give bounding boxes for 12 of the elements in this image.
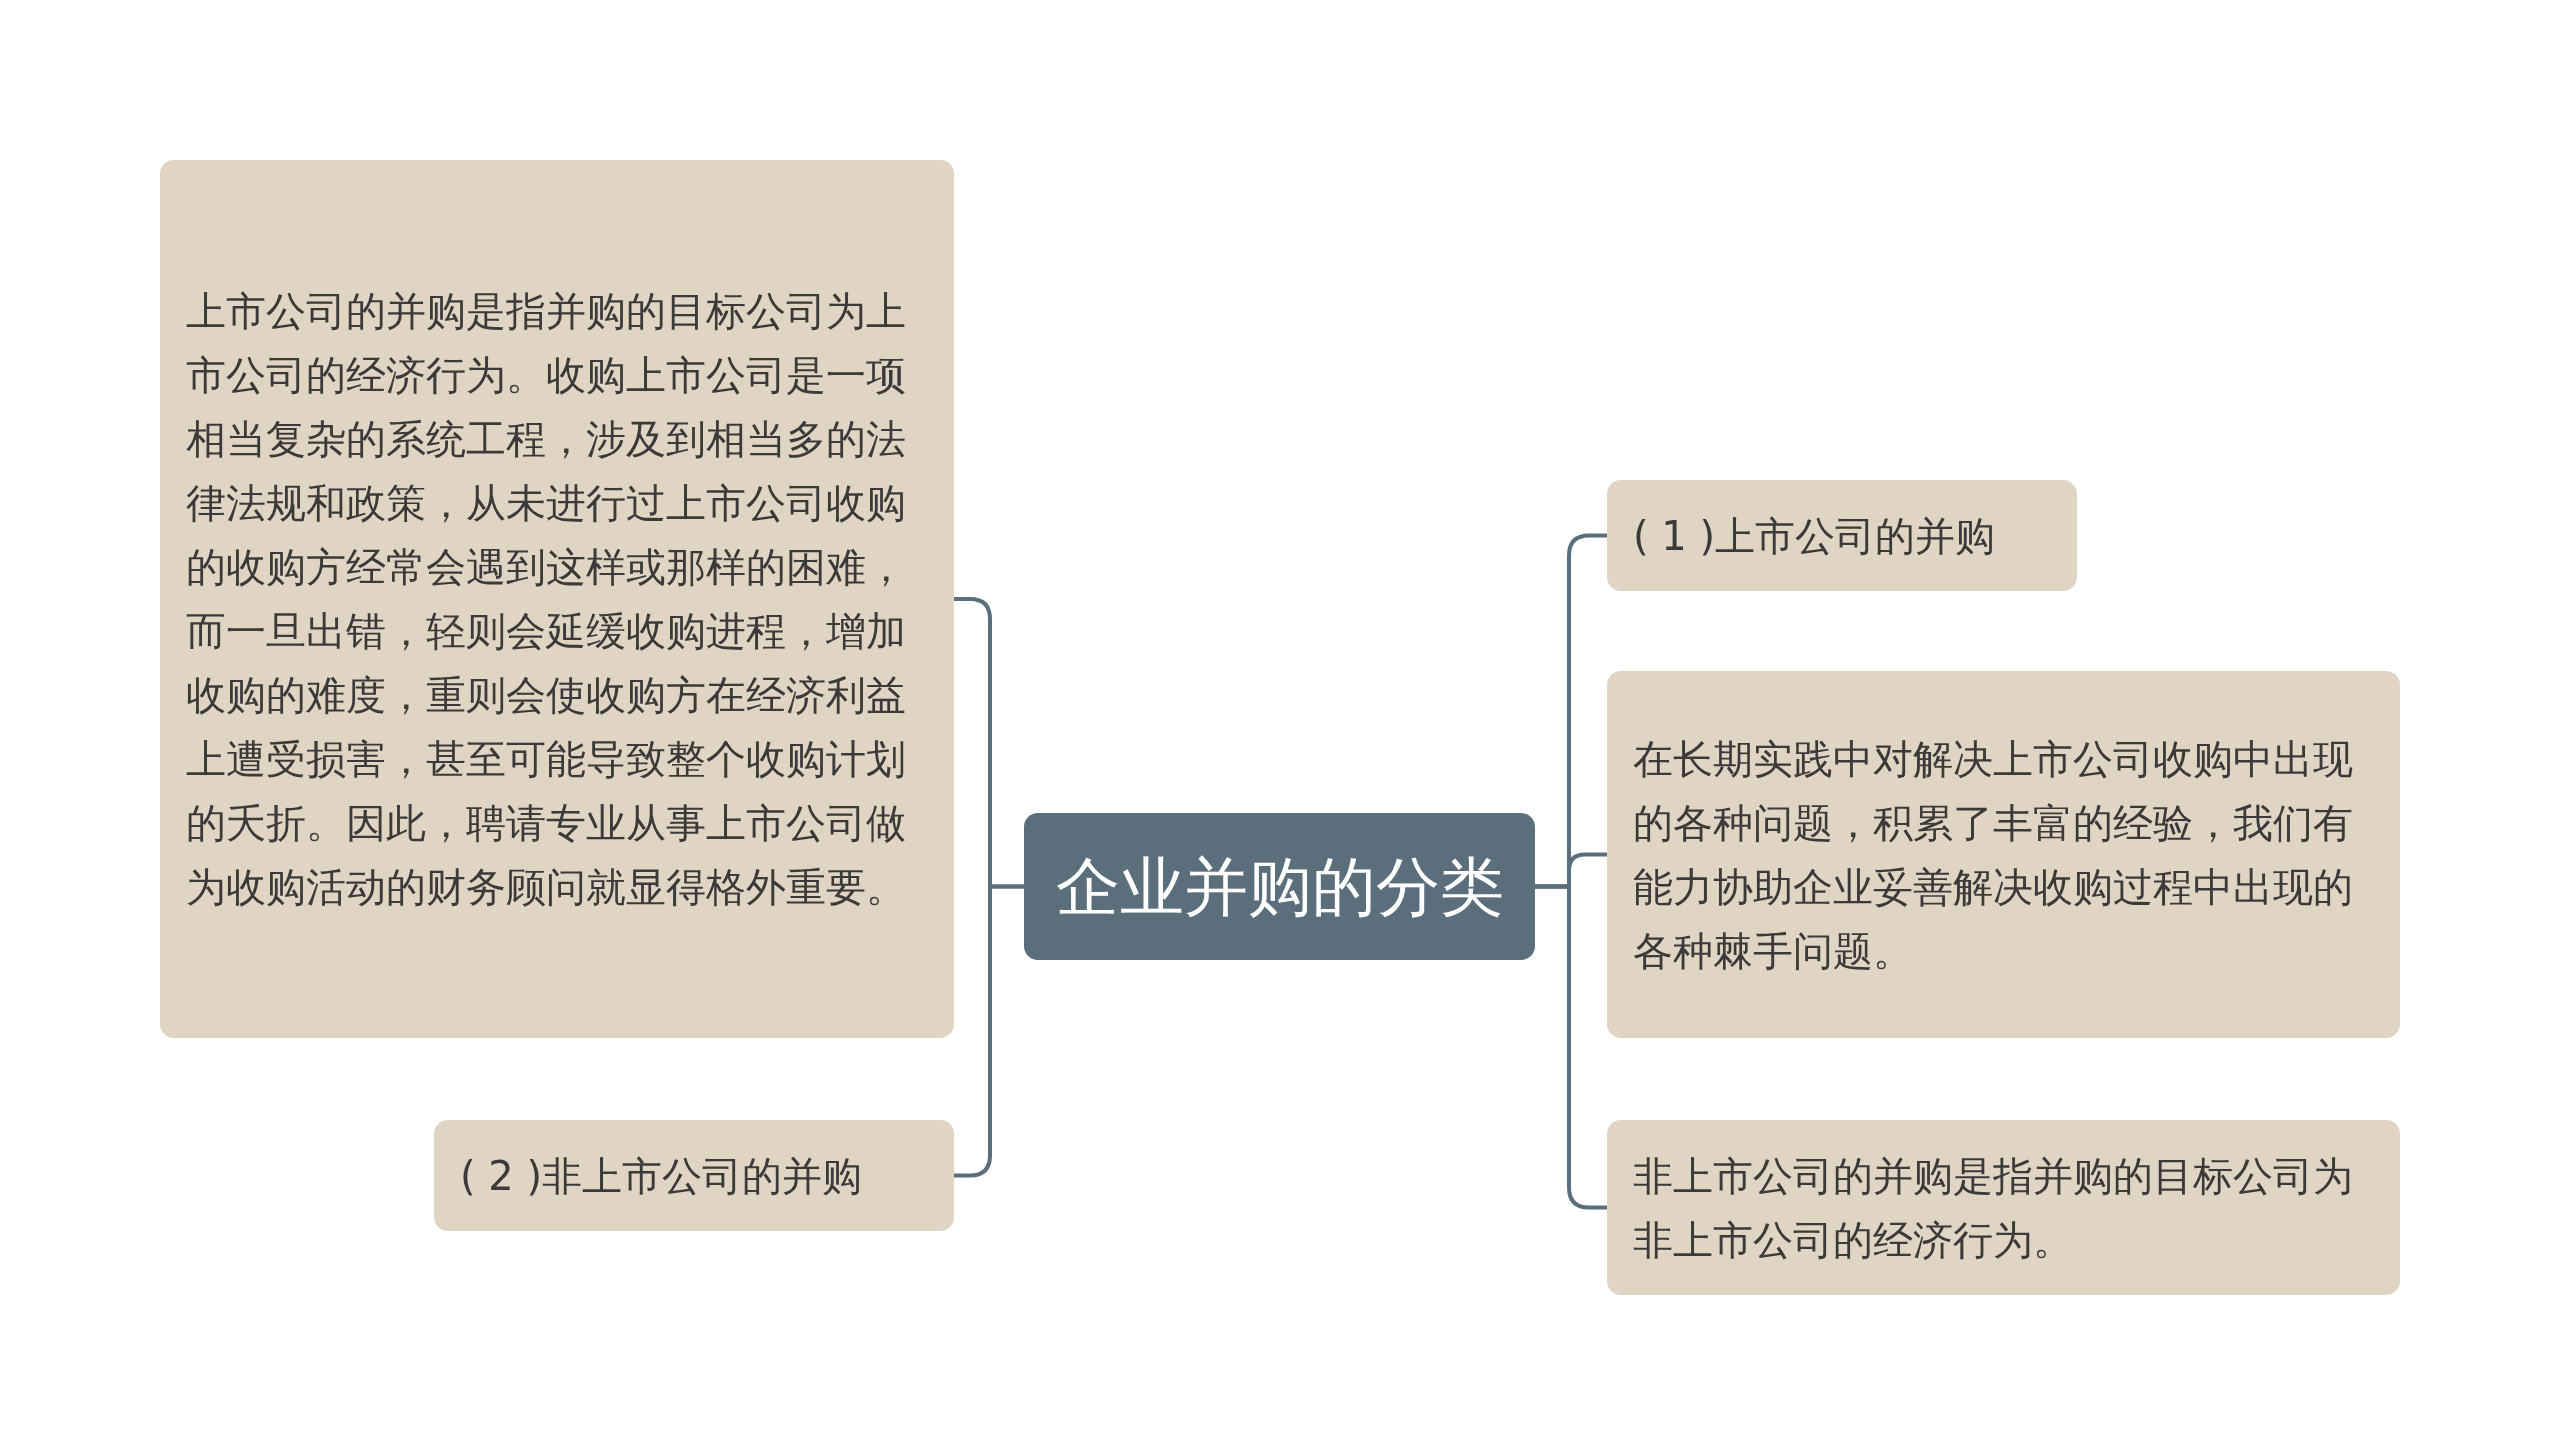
topic-text: 企业并购的分类: [1055, 848, 1504, 926]
topic-text: 在长期实践中对解决上市公司收购中出现的各种问题，积累了丰富的经验，我们有能力协助企业妥善解决收购过程中出现的各种棘手问题。: [1633, 734, 2354, 976]
topic-text: 非上市公司的并购是指并购的目标公司为非上市公司的经济行为。: [1633, 1151, 2354, 1265]
topic-box: [434, 1120, 954, 1231]
topic-text: 上市公司的并购是指并购的目标公司为上市公司的经济行为。收购上市公司是一项相当复杂的系统工程，涉及到相当多的法律法规和政策，从未进行过上市公司收购的收购方经常会遇到这样或那样的困难，而一旦出错，轻则会延缓收购进程，增加收购的难度，重则会使收购方在经济利益上遭受损害，甚至可能导致整个收购计划的夭折。因此，聘请专业从事上市公司做为收购活动的财务顾问就显得格外重要。: [186, 287, 907, 912]
topic-text: ( 1 )上市公司的并购: [1633, 511, 1997, 561]
central-topic: [1024, 813, 1535, 960]
topic-box: [1607, 671, 2400, 1038]
topic-box: [160, 160, 954, 1038]
topic-box: [1607, 1120, 2400, 1295]
topic-text: ( 2 )非上市公司的并购: [460, 1151, 864, 1201]
topic-box: [1607, 480, 2077, 591]
